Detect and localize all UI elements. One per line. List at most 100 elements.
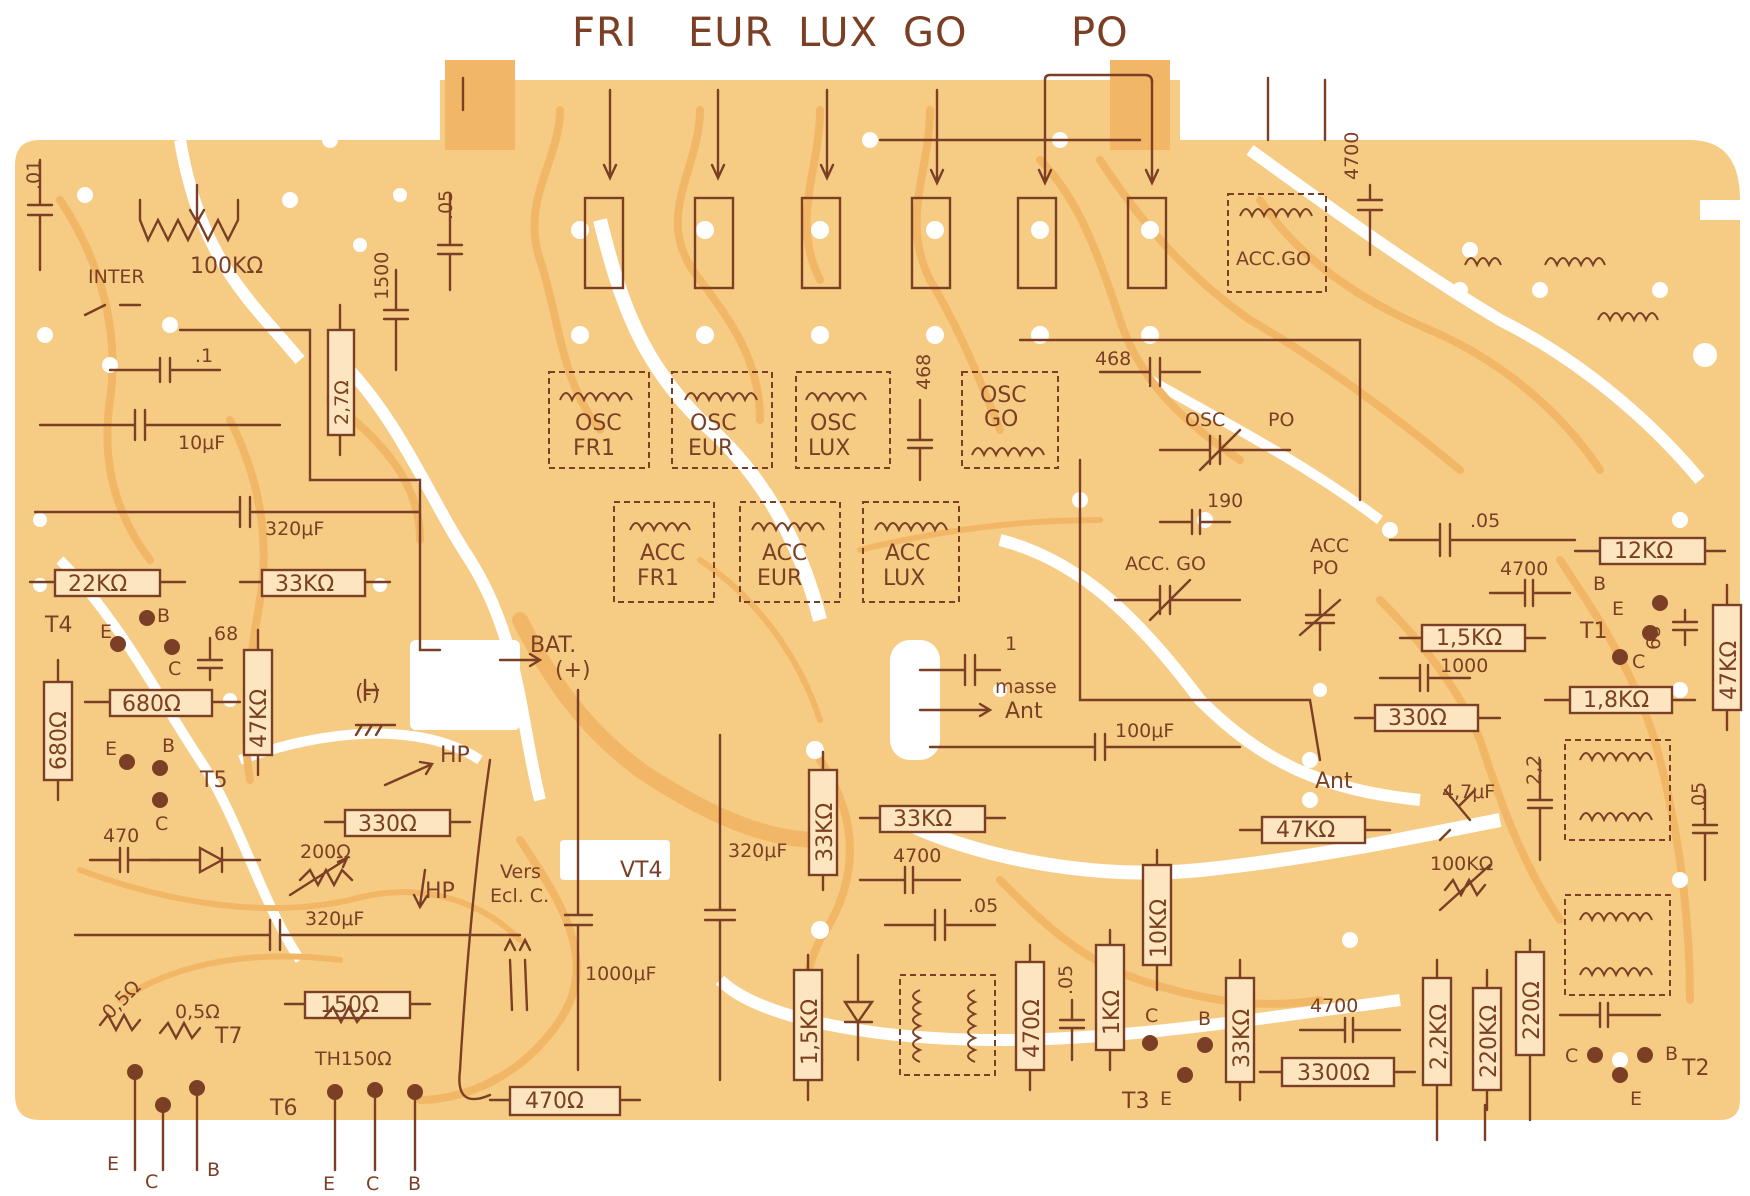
ecl-label: Ecl. C. xyxy=(490,885,549,907)
svg-text:2,7Ω: 2,7Ω xyxy=(331,380,353,425)
svg-text:1KΩ: 1KΩ xyxy=(1100,990,1125,1035)
t4-label: T4 xyxy=(44,613,72,638)
resistor-1k: 1KΩ xyxy=(1094,928,1126,1072)
hp-label-1: HP xyxy=(440,743,470,768)
resistor-33k-left: 33KΩ xyxy=(238,568,392,598)
cap-2-2-symbol xyxy=(1526,758,1554,862)
rf-coil-2-icon xyxy=(1544,257,1606,268)
bat-arrow-icon xyxy=(498,652,543,668)
svg-text:33KΩ: 33KΩ xyxy=(275,572,334,597)
svg-text:680Ω: 680Ω xyxy=(47,711,72,770)
coil-modules: OSC FR1 OSC EUR OSC LUX OSC GO ACC FR1 xyxy=(548,193,1671,1076)
t2-base-label: B xyxy=(1665,1043,1678,1065)
acc-go-top-module: ACC.GO xyxy=(1227,193,1327,293)
pot-100k-label: 100KΩ xyxy=(190,254,263,279)
ant-label-1: Ant xyxy=(1005,699,1043,724)
osc-eur-module: OSC EUR xyxy=(671,371,773,469)
misc-components xyxy=(83,183,1668,1172)
detector-transformer-outline xyxy=(899,974,996,1076)
acc-lux-module: ACC LUX xyxy=(862,501,960,603)
svg-text:1,5KΩ: 1,5KΩ xyxy=(1436,626,1502,651)
resistor-12k: 12KΩ xyxy=(1573,536,1727,566)
cap-01-label: .01 xyxy=(23,160,45,190)
cap-05-right-label: .05 xyxy=(1688,782,1710,812)
r-0-5-b-label: 0,5Ω xyxy=(175,1001,220,1023)
var-cap-acc-go-symbol xyxy=(1113,578,1242,622)
t4-collector-label: C xyxy=(168,658,181,680)
pot-wiper-icon xyxy=(188,183,206,225)
svg-text:680Ω: 680Ω xyxy=(122,692,181,717)
osc-po-label-2: PO xyxy=(1268,409,1294,431)
switch-contact-eur xyxy=(693,196,735,290)
osc-fr1-label-1: OSC xyxy=(575,411,622,436)
svg-text:2,2KΩ: 2,2KΩ xyxy=(1427,1004,1452,1070)
cap-4700-top-symbol xyxy=(1356,183,1384,257)
ant-leads xyxy=(1018,338,1362,762)
cap-1000-label: 1000 xyxy=(1440,655,1488,677)
pot-100k-right-icon xyxy=(1438,863,1492,912)
th150-label: TH150Ω xyxy=(314,1048,392,1070)
acc-fr1-module: ACC FR1 xyxy=(613,501,715,603)
hp-arrow-1-icon xyxy=(383,760,434,787)
svg-text:10KΩ: 10KΩ xyxy=(1147,899,1172,958)
cap-1500-label: 1500 xyxy=(371,252,393,300)
inter-label: INTER xyxy=(88,266,145,288)
cap-320uf-bot-symbol xyxy=(73,918,522,952)
t4-base-label: B xyxy=(157,605,170,627)
cap-468-b-label: 468 xyxy=(1095,348,1131,370)
resistor-220k: 220KΩ xyxy=(1471,968,1503,1112)
cap-320uf-top-label: 320μF xyxy=(265,518,324,540)
transistor-labels: T4 E B C E B T5 C T7 E C B T6 E C B B E … xyxy=(44,573,1709,1195)
cap-190-label: 190 xyxy=(1207,490,1243,512)
t3-base-label: B xyxy=(1198,1008,1211,1030)
osc-eur-label-2: EUR xyxy=(688,436,733,461)
ground-symbol-icon xyxy=(354,678,397,737)
cap-68-right-symbol xyxy=(1671,608,1699,647)
acc-po-label-1: ACC xyxy=(1310,535,1349,557)
volume-pot-icon xyxy=(138,198,240,243)
svg-text:470Ω: 470Ω xyxy=(525,1089,584,1114)
cap-10uf-symbol xyxy=(38,408,282,442)
acc-eur-module: ACC EUR xyxy=(739,501,841,603)
cap-05-mid-label: .05 xyxy=(1470,510,1500,532)
resistor-470: 470Ω xyxy=(488,1085,642,1117)
acc-po-label-2: PO xyxy=(1312,557,1338,579)
cap-1-symbol xyxy=(108,356,222,384)
cap-4-7-label: 4,7μF xyxy=(1442,781,1495,803)
cap-4700-t3-symbol xyxy=(1298,1016,1402,1044)
cap-10uf-label: 10μF xyxy=(178,432,225,454)
t4-emitter-label: E xyxy=(100,621,112,643)
cap-100uf-symbol xyxy=(928,732,1242,762)
masse-label: masse xyxy=(995,676,1057,698)
t2-label: T2 xyxy=(1681,1056,1709,1081)
svg-text:3300Ω: 3300Ω xyxy=(1297,1061,1370,1086)
cap-01-symbol xyxy=(26,158,54,272)
t5-collector-label: C xyxy=(155,813,168,835)
svg-text:220KΩ: 220KΩ xyxy=(1477,1005,1502,1078)
resistor-33k-mid: 33KΩ xyxy=(858,804,1007,834)
resistors: 2,7Ω 22KΩ 33KΩ 680Ω 680Ω 47KΩ xyxy=(28,303,1743,1117)
t6-emitter-label: E xyxy=(323,1173,335,1195)
band-label-eur: EUR xyxy=(688,10,773,56)
svg-text:33KΩ: 33KΩ xyxy=(893,807,952,832)
resistor-330-t1: 330Ω xyxy=(1353,703,1502,733)
t7-emitter-label: E xyxy=(107,1153,119,1175)
cap-470-label: 470 xyxy=(103,825,139,847)
hp-lead-icon xyxy=(458,758,492,1101)
svg-text:33KΩ: 33KΩ xyxy=(1230,1009,1255,1068)
t3-label: T3 xyxy=(1121,1089,1149,1114)
cap-4700-top-label: 4700 xyxy=(1341,132,1363,180)
cap-05-right-symbol xyxy=(1691,788,1719,882)
hp-arrow-2-icon xyxy=(412,868,429,910)
cap-468-a-symbol xyxy=(906,398,934,482)
svg-text:220Ω: 220Ω xyxy=(1520,981,1545,1040)
band-label-go: GO xyxy=(903,10,967,56)
acc-eur-label-2: EUR xyxy=(757,566,802,591)
resistor-10k: 10KΩ xyxy=(1141,848,1173,992)
resistor-22k: 22KΩ xyxy=(28,568,187,598)
component-labels: .01 .05 1500 100KΩ INTER .1 10μF 320μF 6… xyxy=(23,132,1710,1070)
svg-text:33KΩ: 33KΩ xyxy=(813,803,838,862)
t6-base-label: B xyxy=(408,1173,421,1195)
switch-contact-po2 xyxy=(1126,196,1168,290)
resistor-470-vertical: 470Ω xyxy=(1014,943,1046,1092)
